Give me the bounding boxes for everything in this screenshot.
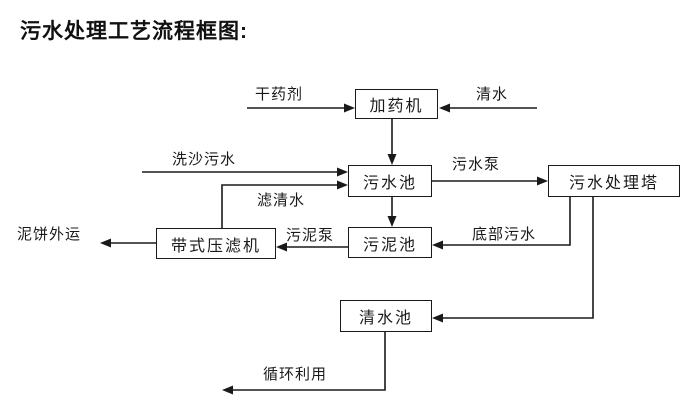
- node-sewage-pool: 污水池: [348, 165, 432, 197]
- edge-sand-washing-sewage-to-sewage-pool: [142, 167, 348, 177]
- edge-clean-water-pool-to-recycling: [222, 332, 386, 395]
- edge-label-recycling: 循环利用: [263, 366, 328, 383]
- edge-label-bottom-sewage: 底部污水: [472, 226, 537, 243]
- edge-label-clean-water: 清水: [476, 86, 509, 103]
- edge-sewage-pump-to-treatment-tower: [432, 176, 548, 186]
- edge-sludge-pump-to-belt-filter-press: [276, 242, 348, 252]
- edge-label-sewage-pump: 污水泵: [452, 156, 501, 173]
- edge-clean-water-to-dosing-machine: [439, 103, 537, 113]
- edge-label-mud-cake-outbound: 泥饼外运: [17, 226, 82, 243]
- edge-label-sand-washing-sewage: 洗沙污水: [172, 151, 237, 168]
- edge-sewage-pool-to-sludge-pool: [387, 197, 397, 227]
- edge-filtered-water-to-sewage-pool: [221, 180, 348, 228]
- edge-label-dry-agent: 干药剂: [255, 86, 304, 103]
- edge-label-sludge-pump: 污泥泵: [286, 227, 335, 244]
- edge-bottom-sewage-to-sludge-pool: [432, 197, 571, 250]
- edge-treatment-tower-to-clean-water-pool: [432, 197, 594, 323]
- node-dosing-machine: 加药机: [355, 89, 438, 119]
- edge-dry-agent-to-dosing-machine: [247, 103, 355, 113]
- page-title: 污水处理工艺流程框图:: [20, 20, 248, 43]
- node-sludge-pool: 污泥池: [348, 227, 432, 258]
- edge-dosing-machine-to-sewage-pool: [387, 119, 397, 165]
- node-sewage-treatment-tower: 污水处理塔: [548, 165, 680, 197]
- node-clean-water-pool: 清水池: [340, 300, 432, 332]
- edge-label-filtered-water: 滤清水: [257, 192, 306, 209]
- node-belt-filter-press: 带式压滤机: [156, 228, 276, 259]
- edge-mud-cake-outbound: [100, 238, 157, 248]
